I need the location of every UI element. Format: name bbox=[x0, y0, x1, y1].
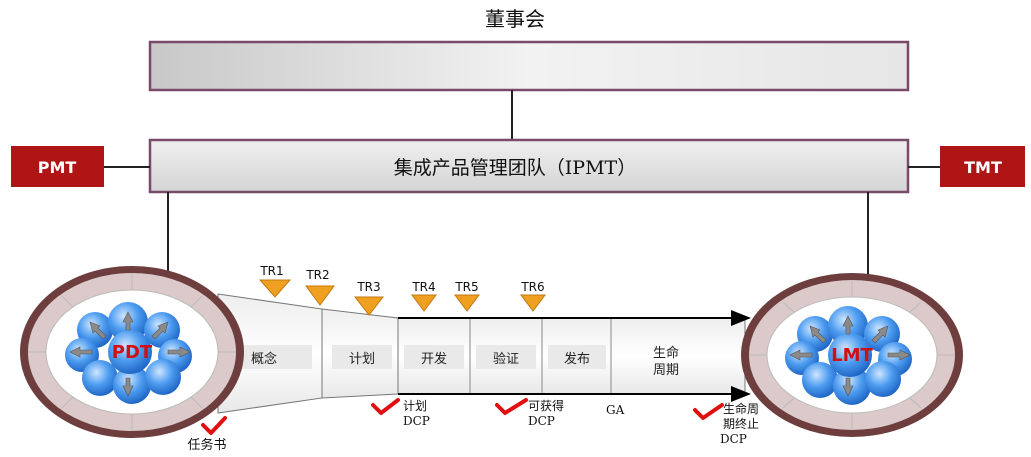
task-label: 任务书 bbox=[187, 437, 226, 453]
pdt-spokes bbox=[28, 273, 236, 431]
check-plan-dcp bbox=[371, 398, 400, 415]
pdt-group: PDT bbox=[20, 266, 244, 438]
end-dcp-line3: DCP bbox=[720, 432, 747, 446]
tmt-box bbox=[940, 146, 1025, 187]
tr6-triangle bbox=[520, 294, 546, 312]
lmt-group: LMT bbox=[741, 273, 963, 437]
release-label-bg bbox=[548, 345, 606, 369]
phase-lifecycle-line2: 周期 bbox=[653, 363, 679, 378]
tr1-triangle bbox=[258, 279, 292, 298]
check-task bbox=[201, 416, 227, 435]
tr2-label: TR2 bbox=[305, 268, 329, 282]
phase-release: 发布 bbox=[564, 351, 590, 367]
check-available-dcp bbox=[495, 398, 528, 415]
pmt-label: PMT bbox=[38, 158, 77, 177]
ipmt-title: 集成产品管理团队（IPMT） bbox=[394, 157, 636, 179]
tmt-label: TMT bbox=[964, 158, 1002, 177]
tr6-label: TR6 bbox=[520, 280, 544, 294]
tr5-label: TR5 bbox=[454, 280, 478, 294]
available-dcp-line1: 可获得 bbox=[528, 398, 564, 413]
board-title: 董事会 bbox=[485, 7, 545, 31]
lmt-label: LMT bbox=[831, 345, 873, 366]
pmt-box bbox=[11, 146, 104, 187]
pdt-label: PDT bbox=[112, 342, 153, 363]
pdt-team-cluster bbox=[65, 302, 192, 404]
phase-plan: 计划 bbox=[349, 352, 375, 367]
end-dcp-line1: 生命周 bbox=[723, 401, 759, 416]
dcp-checks bbox=[201, 398, 724, 435]
lmt-arrows bbox=[789, 315, 911, 397]
available-dcp-line2: DCP bbox=[528, 414, 555, 428]
tr1-label: TR1 bbox=[259, 264, 283, 278]
ga-label: GA bbox=[606, 403, 625, 417]
lmt-team-cluster bbox=[785, 306, 912, 405]
tr-markers bbox=[258, 279, 546, 316]
phase-concept: 概念 bbox=[251, 351, 277, 367]
phase-develop: 开发 bbox=[421, 351, 447, 367]
tr3-label: TR3 bbox=[356, 280, 380, 294]
pdt-arrows bbox=[69, 311, 191, 397]
end-dcp-line2: 期终止 bbox=[723, 416, 759, 431]
phase-verify: 验证 bbox=[493, 351, 519, 367]
lmt-spokes bbox=[749, 280, 955, 430]
dev-label-bg bbox=[404, 345, 464, 369]
tr5-triangle bbox=[454, 294, 480, 312]
plan-dcp-line2: DCP bbox=[403, 414, 430, 428]
tr3-triangle bbox=[353, 296, 385, 316]
plan-dcp-line1: 计划 bbox=[403, 399, 427, 413]
board-box bbox=[148, 40, 910, 92]
tr2-triangle bbox=[305, 285, 335, 306]
check-end-dcp bbox=[693, 403, 724, 420]
plan-label-bg bbox=[332, 345, 392, 369]
verify-label-bg bbox=[476, 345, 536, 369]
tr4-label: TR4 bbox=[411, 280, 435, 294]
tr4-triangle bbox=[411, 294, 437, 312]
phase-lifecycle-line1: 生命 bbox=[653, 345, 679, 361]
